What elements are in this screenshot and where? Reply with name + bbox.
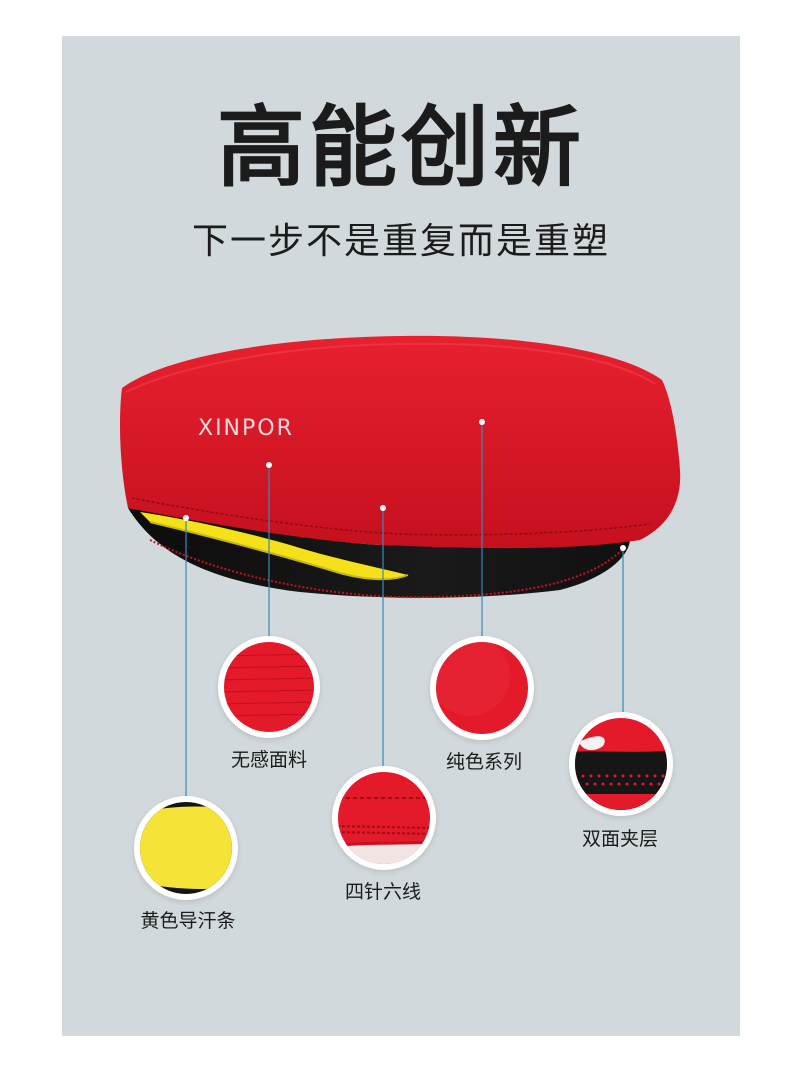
feature-double-layer-label: 双面夹层 bbox=[581, 828, 659, 850]
callout-dot-sweat-strip bbox=[183, 515, 189, 521]
callout-dot-double-layer bbox=[620, 545, 626, 551]
feature-solid-color-circle bbox=[430, 636, 534, 740]
headband-yellow-strip bbox=[140, 512, 408, 580]
callout-lines bbox=[185, 422, 624, 796]
feature-stitching-circle bbox=[332, 766, 436, 870]
feature-solid-color-label: 纯色系列 bbox=[445, 751, 523, 773]
yellow-strip-icon bbox=[140, 802, 232, 894]
brand-logo: XINPOR bbox=[198, 416, 294, 441]
red-black-layer-icon bbox=[575, 718, 667, 810]
headband-inner-lining bbox=[128, 508, 630, 598]
red-knit-fabric-icon bbox=[224, 642, 314, 732]
headband-outer-band bbox=[120, 335, 681, 549]
callout-dot-stitching bbox=[380, 505, 386, 511]
page-subtitle: 下一步不是重复而是重塑 bbox=[191, 221, 610, 262]
headband-stitch-line bbox=[131, 497, 651, 536]
feature-fabric-label: 无感面料 bbox=[230, 749, 308, 771]
headband-yellow-strip-shade bbox=[149, 521, 409, 581]
callout-dot-fabric bbox=[266, 462, 272, 468]
headband-bottom-edge bbox=[149, 539, 623, 599]
feature-stitching-label: 四针六线 bbox=[344, 881, 422, 903]
feature-fabric-circle bbox=[218, 636, 320, 738]
feature-double-layer-circle bbox=[569, 712, 673, 816]
feature-sweat-strip-label: 黄色导汗条 bbox=[140, 910, 236, 932]
callout-dot-solid-color bbox=[479, 419, 485, 425]
page-title: 高能创新 bbox=[216, 96, 585, 199]
callout-dots bbox=[183, 419, 626, 551]
red-stitch-icon bbox=[338, 772, 430, 864]
feature-sweat-strip-circle bbox=[134, 796, 238, 900]
red-smooth-fabric-icon bbox=[436, 642, 528, 734]
headband-top-edge bbox=[125, 342, 656, 393]
